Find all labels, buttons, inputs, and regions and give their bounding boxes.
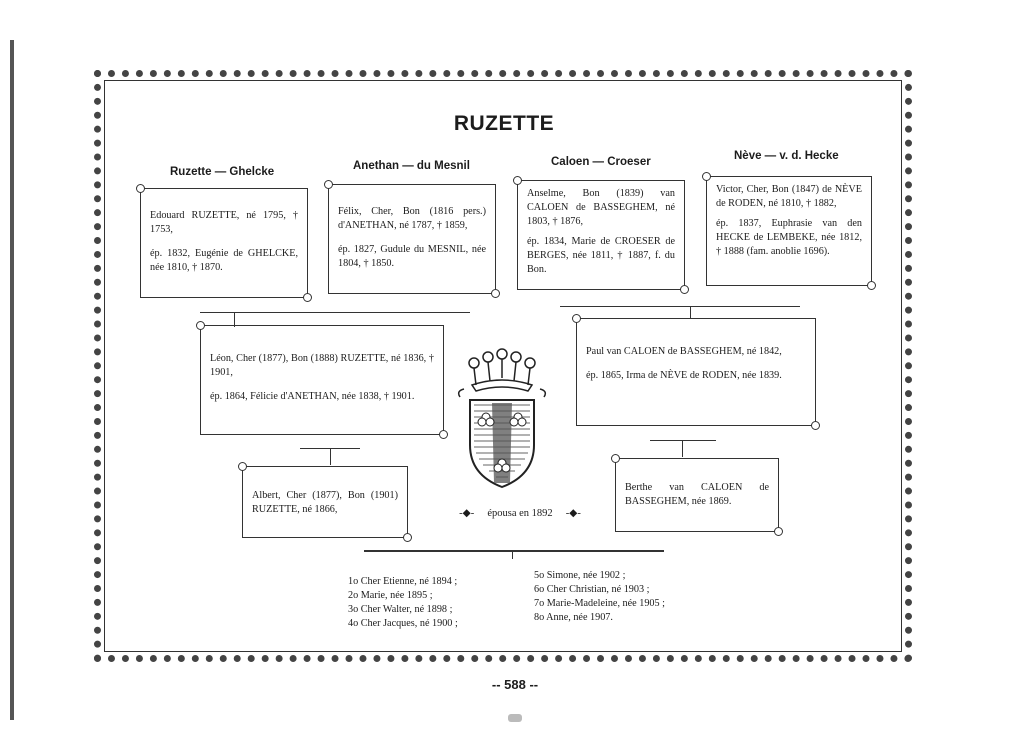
child-item: 6o Cher Christian, né 1903 ; bbox=[534, 584, 650, 595]
family-line: Félix, Cher, Bon (1816 pers.) d'ANETHAN,… bbox=[338, 206, 486, 231]
coat-of-arms-icon bbox=[457, 348, 547, 489]
marriage-text: épousa en 1892 bbox=[487, 508, 553, 519]
ornamental-border bbox=[94, 70, 912, 662]
bracket-stem bbox=[690, 307, 691, 319]
family-box-ruzette: Edouard RUZETTE, né 1795, † 1753, ép. 18… bbox=[136, 184, 312, 302]
family-line: ép. 1837, Euphrasie van den HECKE de LEM… bbox=[716, 218, 862, 257]
family-heading-anethan: Anethan — du Mesnil bbox=[353, 160, 470, 172]
marriage-note: -◆- épousa en 1892 -◆- bbox=[440, 507, 600, 519]
children-divider bbox=[364, 550, 664, 552]
ornament-icon: -◆- bbox=[555, 508, 581, 519]
family-line: ép. 1827, Gudule du MESNIL, née 1804, † … bbox=[338, 244, 486, 269]
gen2-line: ép. 1864, Félicie d'ANETHAN, née 1838, †… bbox=[210, 391, 415, 402]
child-item: 7o Marie-Madeleine, née 1905 ; bbox=[534, 598, 665, 609]
family-line: ép. 1832, Eugénie de GHELCKE, née 1810, … bbox=[150, 248, 298, 273]
family-line: ép. 1834, Marie de CROESER de BERGES, né… bbox=[527, 236, 675, 275]
family-line: Edouard RUZETTE, né 1795, † 1753, bbox=[150, 210, 298, 235]
bracket-stem bbox=[682, 441, 683, 457]
children-list-left: 1o Cher Etienne, né 1894 ; 2o Marie, née… bbox=[348, 575, 458, 631]
family-line: Anselme, Bon (1839) van CALOEN de BASSEG… bbox=[527, 188, 675, 227]
gen3-bride: Berthe van CALOEN de BASSEGHEM, née 1869… bbox=[625, 482, 769, 507]
gen2-box-paul: Paul van CALOEN de BASSEGHEM, né 1842, é… bbox=[572, 314, 820, 430]
scan-edge-rule bbox=[10, 40, 14, 720]
ornament-icon: -◆- bbox=[459, 508, 485, 519]
bracket-stem bbox=[512, 551, 513, 559]
page-title: RUZETTE bbox=[453, 112, 555, 135]
bracket-gen2-left bbox=[300, 448, 360, 459]
gen2-line: Léon, Cher (1877), Bon (1888) RUZETTE, n… bbox=[210, 353, 434, 378]
bracket-caloen-neve bbox=[560, 306, 800, 317]
gen3-groom: Albert, Cher (1877), Bon (1901) RUZETTE,… bbox=[252, 490, 398, 515]
family-box-caloen: Anselme, Bon (1839) van CALOEN de BASSEG… bbox=[513, 176, 689, 294]
bracket-stem bbox=[330, 449, 331, 465]
inner-border bbox=[104, 80, 902, 652]
bracket-gen2-right bbox=[650, 440, 716, 451]
gen3-box-berthe: Berthe van CALOEN de BASSEGHEM, née 1869… bbox=[611, 454, 783, 536]
children-list-right: 5o Simone, née 1902 ; 6o Cher Christian,… bbox=[534, 569, 665, 625]
child-item: 5o Simone, née 1902 ; bbox=[534, 570, 626, 581]
family-line: Victor, Cher, Bon (1847) de NÈVE de RODE… bbox=[716, 184, 862, 209]
child-item: 3o Cher Walter, né 1898 ; bbox=[348, 604, 453, 615]
child-item: 4o Cher Jacques, né 1900 ; bbox=[348, 618, 458, 629]
family-heading-neve: Nève — v. d. Hecke bbox=[734, 150, 839, 162]
gen2-box-leon: Léon, Cher (1877), Bon (1888) RUZETTE, n… bbox=[196, 321, 448, 439]
gen2-line: ép. 1865, Irma de NÈVE de RODEN, née 183… bbox=[586, 370, 782, 381]
bracket-ruzette-anethan bbox=[200, 312, 470, 323]
scan-mark bbox=[508, 714, 522, 722]
gen3-box-albert: Albert, Cher (1877), Bon (1901) RUZETTE,… bbox=[238, 462, 412, 542]
child-item: 8o Anne, née 1907. bbox=[534, 612, 613, 623]
family-box-neve: Victor, Cher, Bon (1847) de NÈVE de RODE… bbox=[702, 172, 876, 290]
family-box-anethan: Félix, Cher, Bon (1816 pers.) d'ANETHAN,… bbox=[324, 180, 500, 298]
gen2-line: Paul van CALOEN de BASSEGHEM, né 1842, bbox=[586, 346, 782, 357]
child-item: 2o Marie, née 1895 ; bbox=[348, 590, 433, 601]
page-number: -- 588 -- bbox=[491, 677, 539, 692]
family-heading-ruzette: Ruzette — Ghelcke bbox=[170, 166, 275, 178]
bracket-stem bbox=[234, 313, 235, 327]
child-item: 1o Cher Etienne, né 1894 ; bbox=[348, 576, 458, 587]
family-heading-caloen: Caloen — Croeser bbox=[551, 156, 651, 168]
